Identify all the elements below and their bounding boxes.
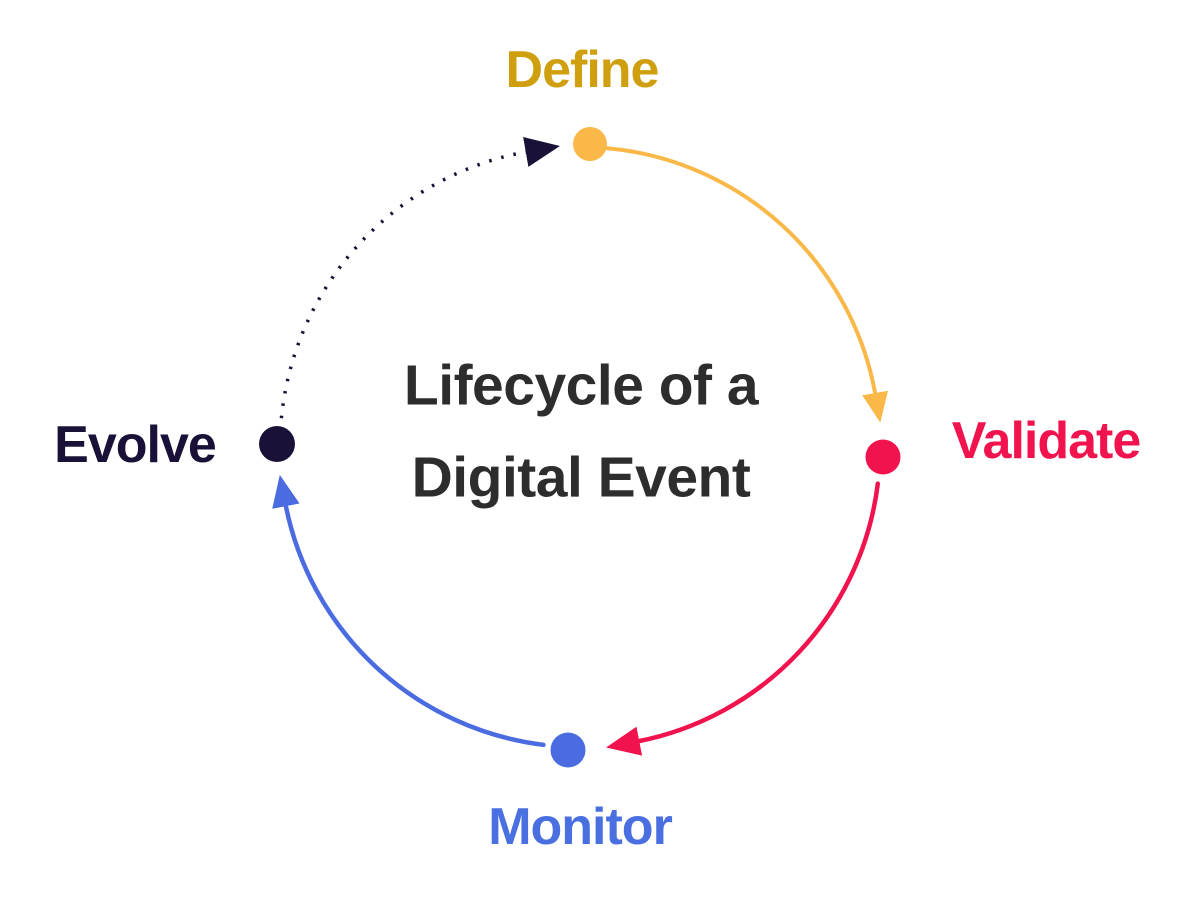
node-label-monitor: Monitor	[488, 798, 673, 856]
edge-validate-to-monitor	[606, 481, 881, 756]
diagram-title-line2: Digital Event	[411, 446, 751, 510]
node-dot-define	[573, 127, 607, 161]
node-dot-evolve	[259, 426, 295, 462]
node-label-evolve: Evolve	[54, 416, 217, 474]
node-label-validate: Validate	[951, 412, 1142, 470]
diagram-title: Lifecycle of a Digital Event	[403, 340, 759, 525]
edge-define-to-validate	[604, 146, 888, 423]
diagram-title-line1: Lifecycle of a	[403, 353, 759, 418]
edge-monitor-to-evolve	[272, 474, 546, 748]
node-dot-validate	[865, 439, 901, 475]
node-label-define: Define	[505, 41, 660, 99]
node-dot-monitor	[550, 732, 586, 768]
